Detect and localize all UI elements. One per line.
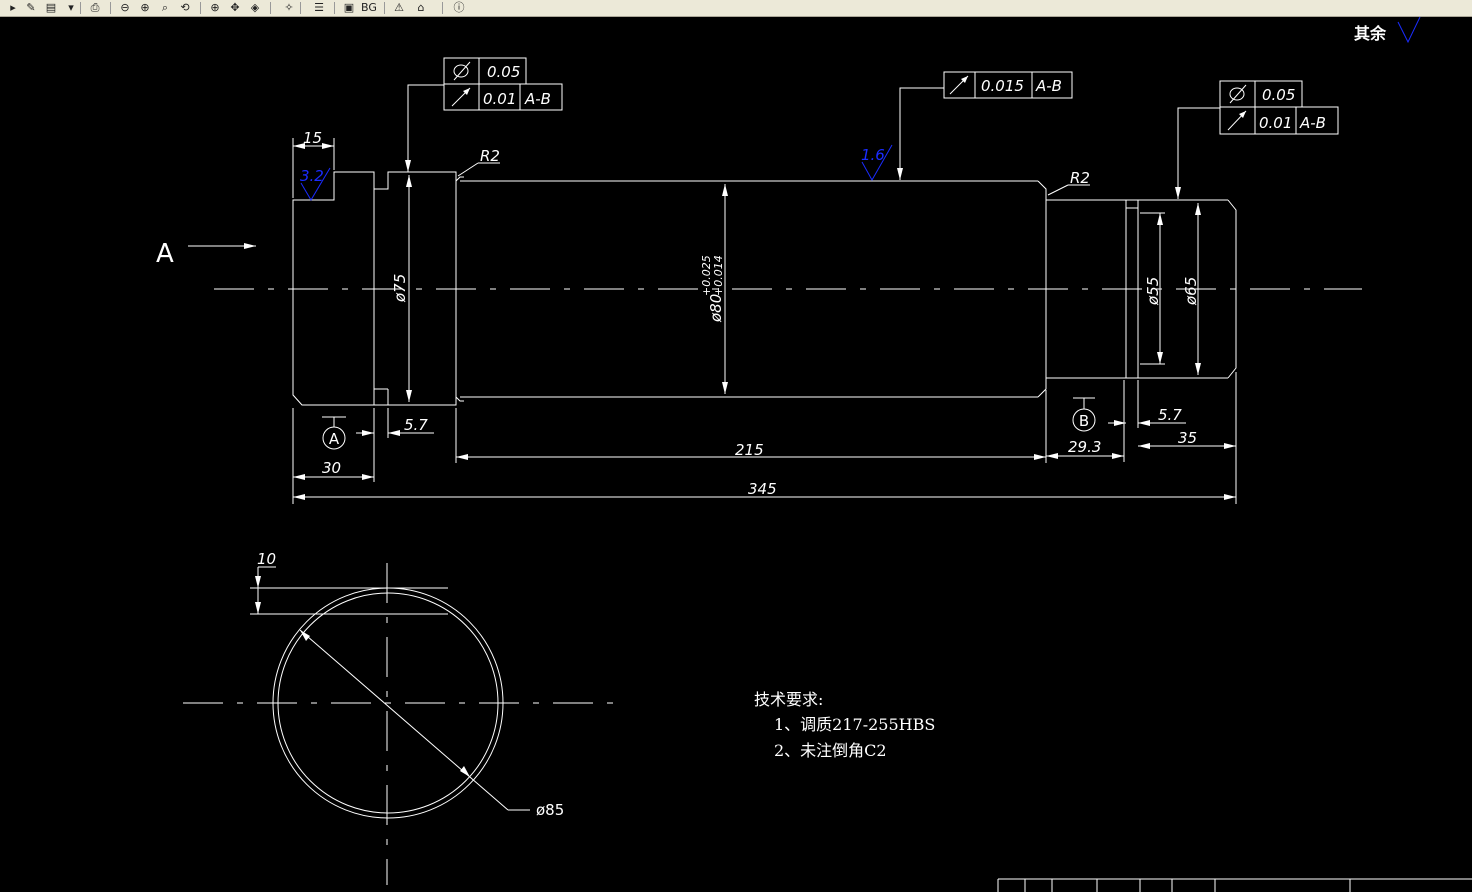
notes-line2: 2、未注倒角C2 — [774, 741, 887, 760]
zoom-window-icon[interactable]: ⌕ — [161, 1, 169, 14]
tolerance-frame-left[interactable]: 0.05 0.01 A-B — [405, 57, 563, 172]
save-icon[interactable]: ▤ — [45, 1, 57, 14]
datum-b: B — [1072, 397, 1096, 432]
cross-section-view: ø85 10 — [183, 550, 625, 885]
tol-right-value1: 0.05 — [1262, 86, 1295, 104]
tol-middle-datum: A-B — [1035, 77, 1062, 95]
dim-d55: ø55 — [1144, 277, 1162, 306]
datum-a: A — [322, 416, 346, 450]
roughness-symbol-other — [1397, 17, 1421, 44]
dropdown-icon[interactable]: ▾ — [68, 1, 74, 14]
toolbar: ▸ ✎ ▤ ▾ ⎙ ⊖ ⊕ ⌕ ⟲ ⊕ ✥ ◈ ✧ ☰ ▣ BG ⚠ ⌂ ⓘ — [0, 0, 1472, 17]
toolbar-separator — [384, 2, 385, 14]
home-icon[interactable]: ⌂ — [417, 1, 425, 14]
zoom-extents-icon[interactable]: ⊕ — [210, 1, 220, 14]
roughness-middle-value: 1.6 — [861, 146, 885, 164]
tolerance-frame-right[interactable]: 0.05 0.01 A-B — [1175, 80, 1339, 199]
toolbar-separator — [334, 2, 335, 14]
info-icon[interactable]: ⓘ — [453, 1, 465, 14]
tol-right-value2: 0.01 — [1259, 114, 1292, 132]
dim-d80-upper: +0.025 — [700, 255, 713, 296]
notes-title: 技术要求: — [754, 690, 823, 709]
view-label-a: A — [156, 239, 174, 269]
tolerance-frame-middle[interactable]: 0.015 A-B — [897, 71, 1073, 180]
diameter-dimensions: ø75 ø80 +0.025 +0.014 ø55 ø65 — [391, 175, 1201, 402]
dim-57-left: 5.7 — [404, 416, 428, 434]
title-block — [997, 878, 1472, 892]
dim-345: 345 — [748, 480, 777, 498]
roughness-left-value: 3.2 — [300, 167, 324, 185]
radius-left-leader — [457, 162, 479, 177]
zoom-all-icon[interactable]: ⟲ — [180, 1, 190, 14]
datum-b-label: B — [1079, 412, 1089, 430]
tol-left-datum: A-B — [524, 90, 551, 108]
length-dimensions: 15 30 5.7 215 29.3 5.7 — [292, 129, 1237, 504]
roughness-symbol-left — [300, 167, 331, 201]
dim-d80: ø80 — [707, 294, 725, 323]
open-icon[interactable]: ▸ — [10, 1, 16, 14]
toolbar-separator — [110, 2, 111, 14]
cad-drawing-canvas[interactable]: 其余 A ø75 — [0, 17, 1472, 892]
dim-35: 35 — [1178, 429, 1197, 447]
print-icon[interactable]: ⎙ — [90, 1, 100, 14]
shaft-outline — [292, 171, 1237, 406]
dim-d75: ø75 — [391, 274, 409, 303]
dim-57-right: 5.7 — [1158, 406, 1182, 424]
layer-icon[interactable]: ◈ — [250, 1, 260, 14]
properties-icon[interactable]: ▣ — [343, 1, 355, 14]
dim-d85: ø85 — [536, 801, 564, 819]
pan-icon[interactable]: ✥ — [230, 1, 240, 14]
tol-left-value1: 0.05 — [487, 63, 520, 81]
tol-right-datum: A-B — [1299, 114, 1326, 132]
dim-215: 215 — [735, 441, 764, 459]
toolbar-separator — [300, 2, 301, 14]
dim-d80-lower: +0.014 — [712, 255, 725, 296]
notes-line1: 1、调质217-255HBS — [774, 715, 935, 734]
dim-30: 30 — [322, 459, 341, 477]
toolbar-separator — [80, 2, 81, 14]
bg-button[interactable]: BG — [361, 1, 377, 14]
dim-d65: ø65 — [1182, 277, 1200, 306]
roughness-symbol-middle — [861, 144, 893, 182]
tol-middle-value: 0.015 — [981, 77, 1024, 95]
surface-finish-note: 其余 — [1354, 24, 1387, 43]
zoom-out-icon[interactable]: ⊖ — [120, 1, 130, 14]
zoom-in-icon[interactable]: ⊕ — [140, 1, 150, 14]
radius-left-label: R2 — [480, 147, 500, 165]
radius-right-leader — [1047, 184, 1069, 196]
toolbar-separator — [270, 2, 271, 14]
radius-right-label: R2 — [1070, 169, 1090, 187]
measure-icon[interactable]: ✧ — [284, 1, 294, 14]
dim-10: 10 — [257, 550, 276, 568]
dim-15: 15 — [303, 129, 322, 147]
tol-left-value2: 0.01 — [483, 90, 516, 108]
dim-293: 29.3 — [1068, 438, 1101, 456]
toolbar-separator — [442, 2, 443, 14]
layers-list-icon[interactable]: ☰ — [314, 1, 324, 14]
toolbar-separator — [200, 2, 201, 14]
datum-a-label: A — [329, 430, 340, 448]
pdf-icon[interactable]: ✎ — [26, 1, 36, 14]
technical-requirements: 技术要求: 1、调质217-255HBS 2、未注倒角C2 — [754, 690, 935, 760]
warning-icon[interactable]: ⚠ — [394, 1, 404, 14]
